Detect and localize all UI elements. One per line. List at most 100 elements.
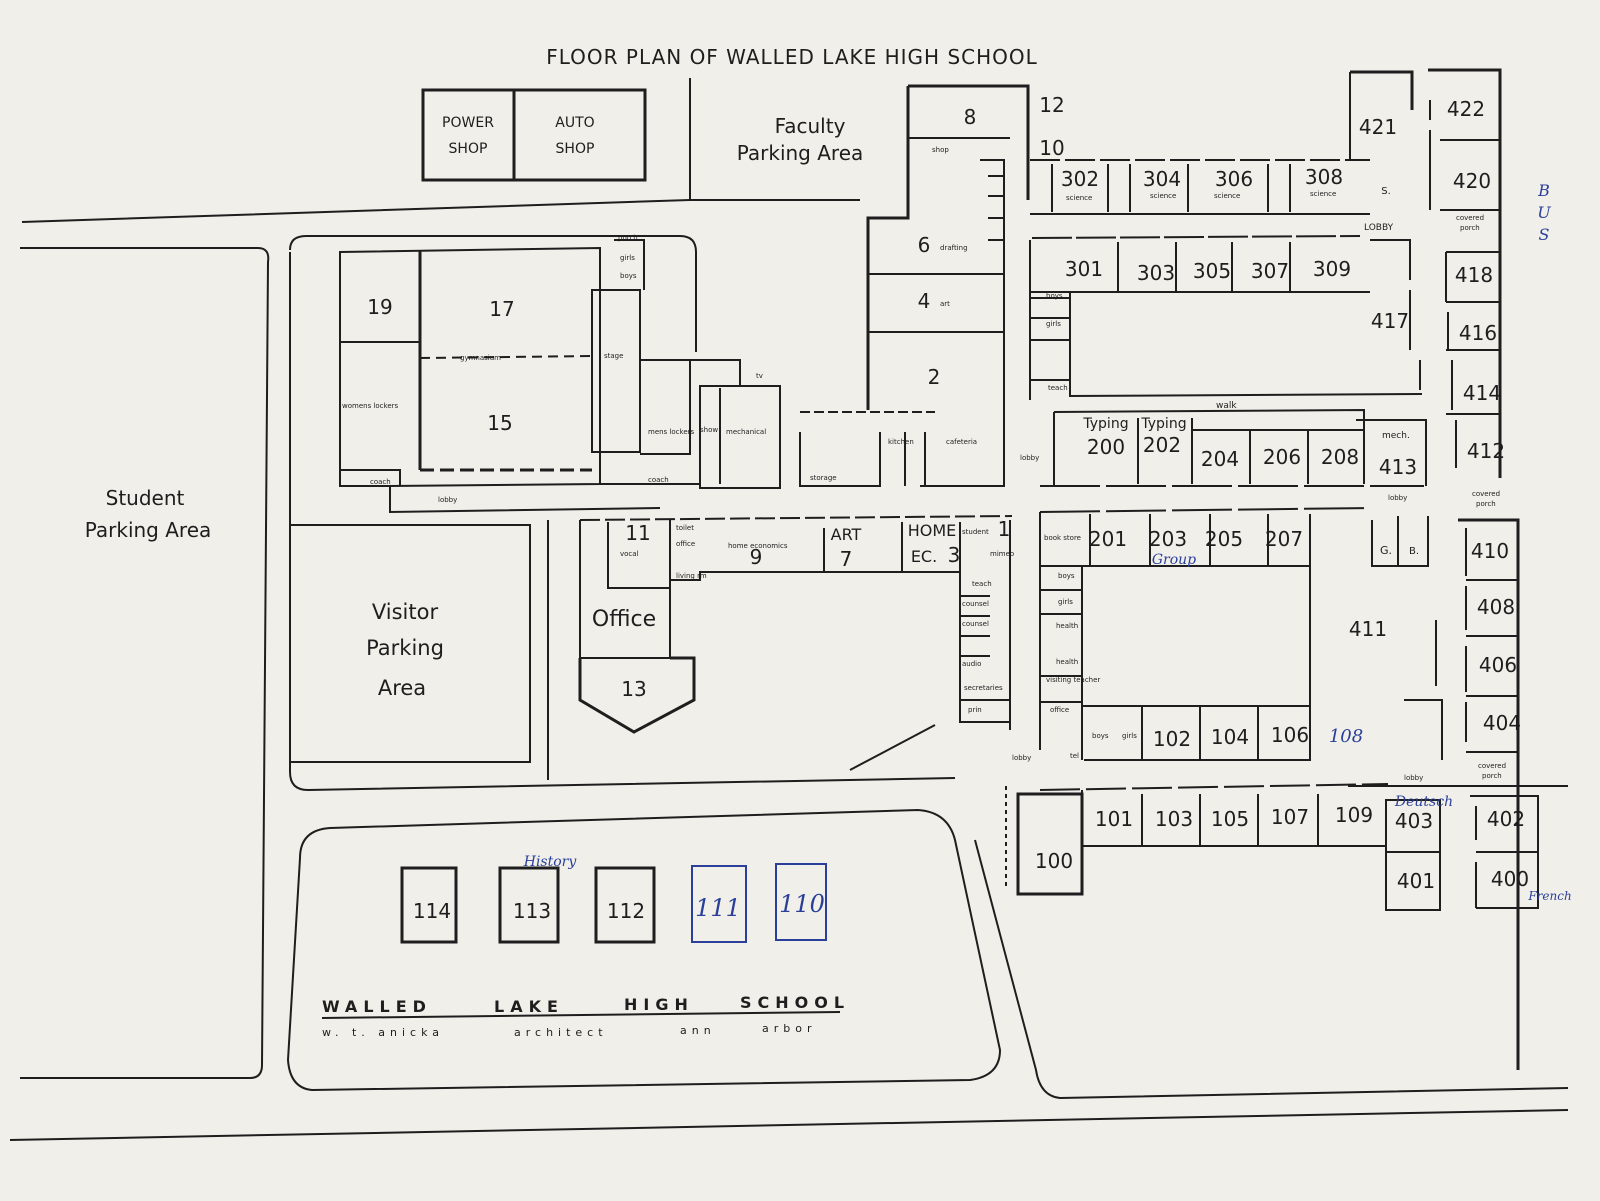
credit-walled: WALLED [322, 997, 432, 1016]
label-stage: stage [604, 352, 623, 360]
room-109: 109 [1335, 803, 1373, 827]
label-covered-3: covered [1478, 762, 1506, 770]
label-show: show [700, 426, 718, 434]
wing-300 [1029, 159, 1423, 400]
room-416: 416 [1459, 321, 1497, 345]
room-408: 408 [1477, 595, 1515, 619]
room-10: 10 [1039, 136, 1064, 160]
wing-100 [1005, 705, 1389, 896]
label-teach-1: teach [972, 580, 992, 588]
handwritten-notes: 108 111 110 Group History Deutsch French… [523, 181, 1572, 922]
label-boys-2: boys [1058, 572, 1075, 580]
room-typing-1: Typing [1082, 416, 1128, 432]
room-204: 204 [1201, 447, 1239, 471]
ink-bus-s: S [1539, 225, 1550, 244]
room-303: 303 [1137, 261, 1175, 285]
office-wing [578, 515, 1013, 771]
room-305: 305 [1193, 259, 1231, 283]
label-shop: shop [932, 146, 949, 154]
label-counsel-2: counsel [962, 620, 989, 628]
portables [400, 866, 656, 944]
credit-school: SCHOOL [740, 993, 850, 1012]
room-office: Office [592, 607, 656, 632]
room-307: 307 [1251, 259, 1289, 283]
room-421: 421 [1359, 115, 1397, 139]
room-403: 403 [1395, 809, 1433, 833]
label-student: student [962, 528, 989, 536]
credits-underline [321, 1011, 841, 1019]
ink-bus-b: B [1537, 181, 1550, 200]
label-lobby-3: lobby [1388, 494, 1407, 502]
room-4: 4 [918, 289, 931, 313]
label-porch: porch [618, 234, 638, 242]
room-309: 309 [1313, 257, 1351, 281]
label-drafting: drafting [940, 244, 968, 252]
room-1: 1 [998, 517, 1011, 541]
shop-building [421, 88, 647, 182]
room-6: 6 [918, 233, 931, 257]
room-417: 417 [1371, 309, 1409, 333]
room-301: 301 [1065, 257, 1103, 281]
room-typing-2: Typing [1140, 416, 1186, 432]
credits-architect: w. t. anicka architect ann arbor [322, 1022, 812, 1039]
label-secretaries: secretaries [964, 684, 1003, 692]
label-porch-2: porch [1476, 500, 1496, 508]
room-3: 3 [948, 543, 961, 567]
label-lobby-4: lobby [1404, 774, 1423, 782]
room-420: 420 [1453, 169, 1491, 193]
room-306: 306 [1215, 167, 1253, 191]
room-112: 112 [607, 899, 645, 923]
ink-room-108: 108 [1329, 726, 1363, 747]
room-411: 411 [1349, 617, 1387, 641]
label-health-2: health [1056, 658, 1078, 666]
label-counsel-1: counsel [962, 600, 989, 608]
room-208: 208 [1321, 445, 1359, 469]
label-mens-lockers: mens lockers [648, 428, 694, 436]
room-100: 100 [1035, 849, 1073, 873]
room-19: 19 [367, 295, 392, 319]
label-visiting-teacher: visiting teacher [1046, 676, 1100, 684]
room-104: 104 [1211, 725, 1249, 749]
plan-title: FLOOR PLAN OF WALLED LAKE HIGH SCHOOL [546, 45, 1038, 69]
room-406: 406 [1479, 653, 1517, 677]
label-mech: mech. [1382, 431, 1410, 441]
credit-architect-name: w. t. anicka [322, 1026, 444, 1039]
portables-inked [691, 863, 827, 943]
auto-shop-label-2: SHOP [556, 141, 595, 157]
ink-room-110: 110 [779, 890, 825, 918]
room-200: 200 [1087, 435, 1125, 459]
label-living-rm: living rm [676, 572, 707, 580]
room-412: 412 [1467, 439, 1505, 463]
label-tv: tv [756, 372, 763, 380]
label-mechanical: mechanical [726, 428, 766, 436]
room-308: 308 [1305, 165, 1343, 189]
room-8: 8 [964, 105, 977, 129]
room-102: 102 [1153, 727, 1191, 751]
label-vocal: vocal [620, 550, 639, 558]
credits-name: WALLED LAKE HIGH SCHOOL [322, 993, 850, 1016]
room-home-ec-2: EC. [911, 547, 937, 566]
room-114: 114 [413, 899, 451, 923]
label-covered-1: covered [1456, 214, 1484, 222]
room-422: 422 [1447, 97, 1485, 121]
label-boys-1: boys [1046, 292, 1063, 300]
room-203: 203 [1149, 527, 1187, 551]
label-womens-lockers: womens lockers [342, 402, 399, 410]
label-girls-1: girls [1046, 320, 1061, 328]
small-labels: shop drafting art cafeteria kitchen porc… [342, 146, 1506, 782]
ink-room-111: 111 [695, 894, 741, 922]
label-girls-2: girls [1058, 598, 1073, 606]
ink-history: History [523, 854, 578, 870]
room-15: 15 [487, 411, 512, 435]
room-105: 105 [1211, 807, 1249, 831]
label-science-4: science [1310, 190, 1336, 198]
ink-bus-u: U [1537, 203, 1551, 222]
visitor-parking-label-1: Visitor [372, 600, 439, 624]
power-shop-label-1: POWER [442, 115, 494, 131]
room-418: 418 [1455, 263, 1493, 287]
room-2: 2 [928, 365, 941, 389]
room-304: 304 [1143, 167, 1181, 191]
room-17: 17 [489, 297, 514, 321]
